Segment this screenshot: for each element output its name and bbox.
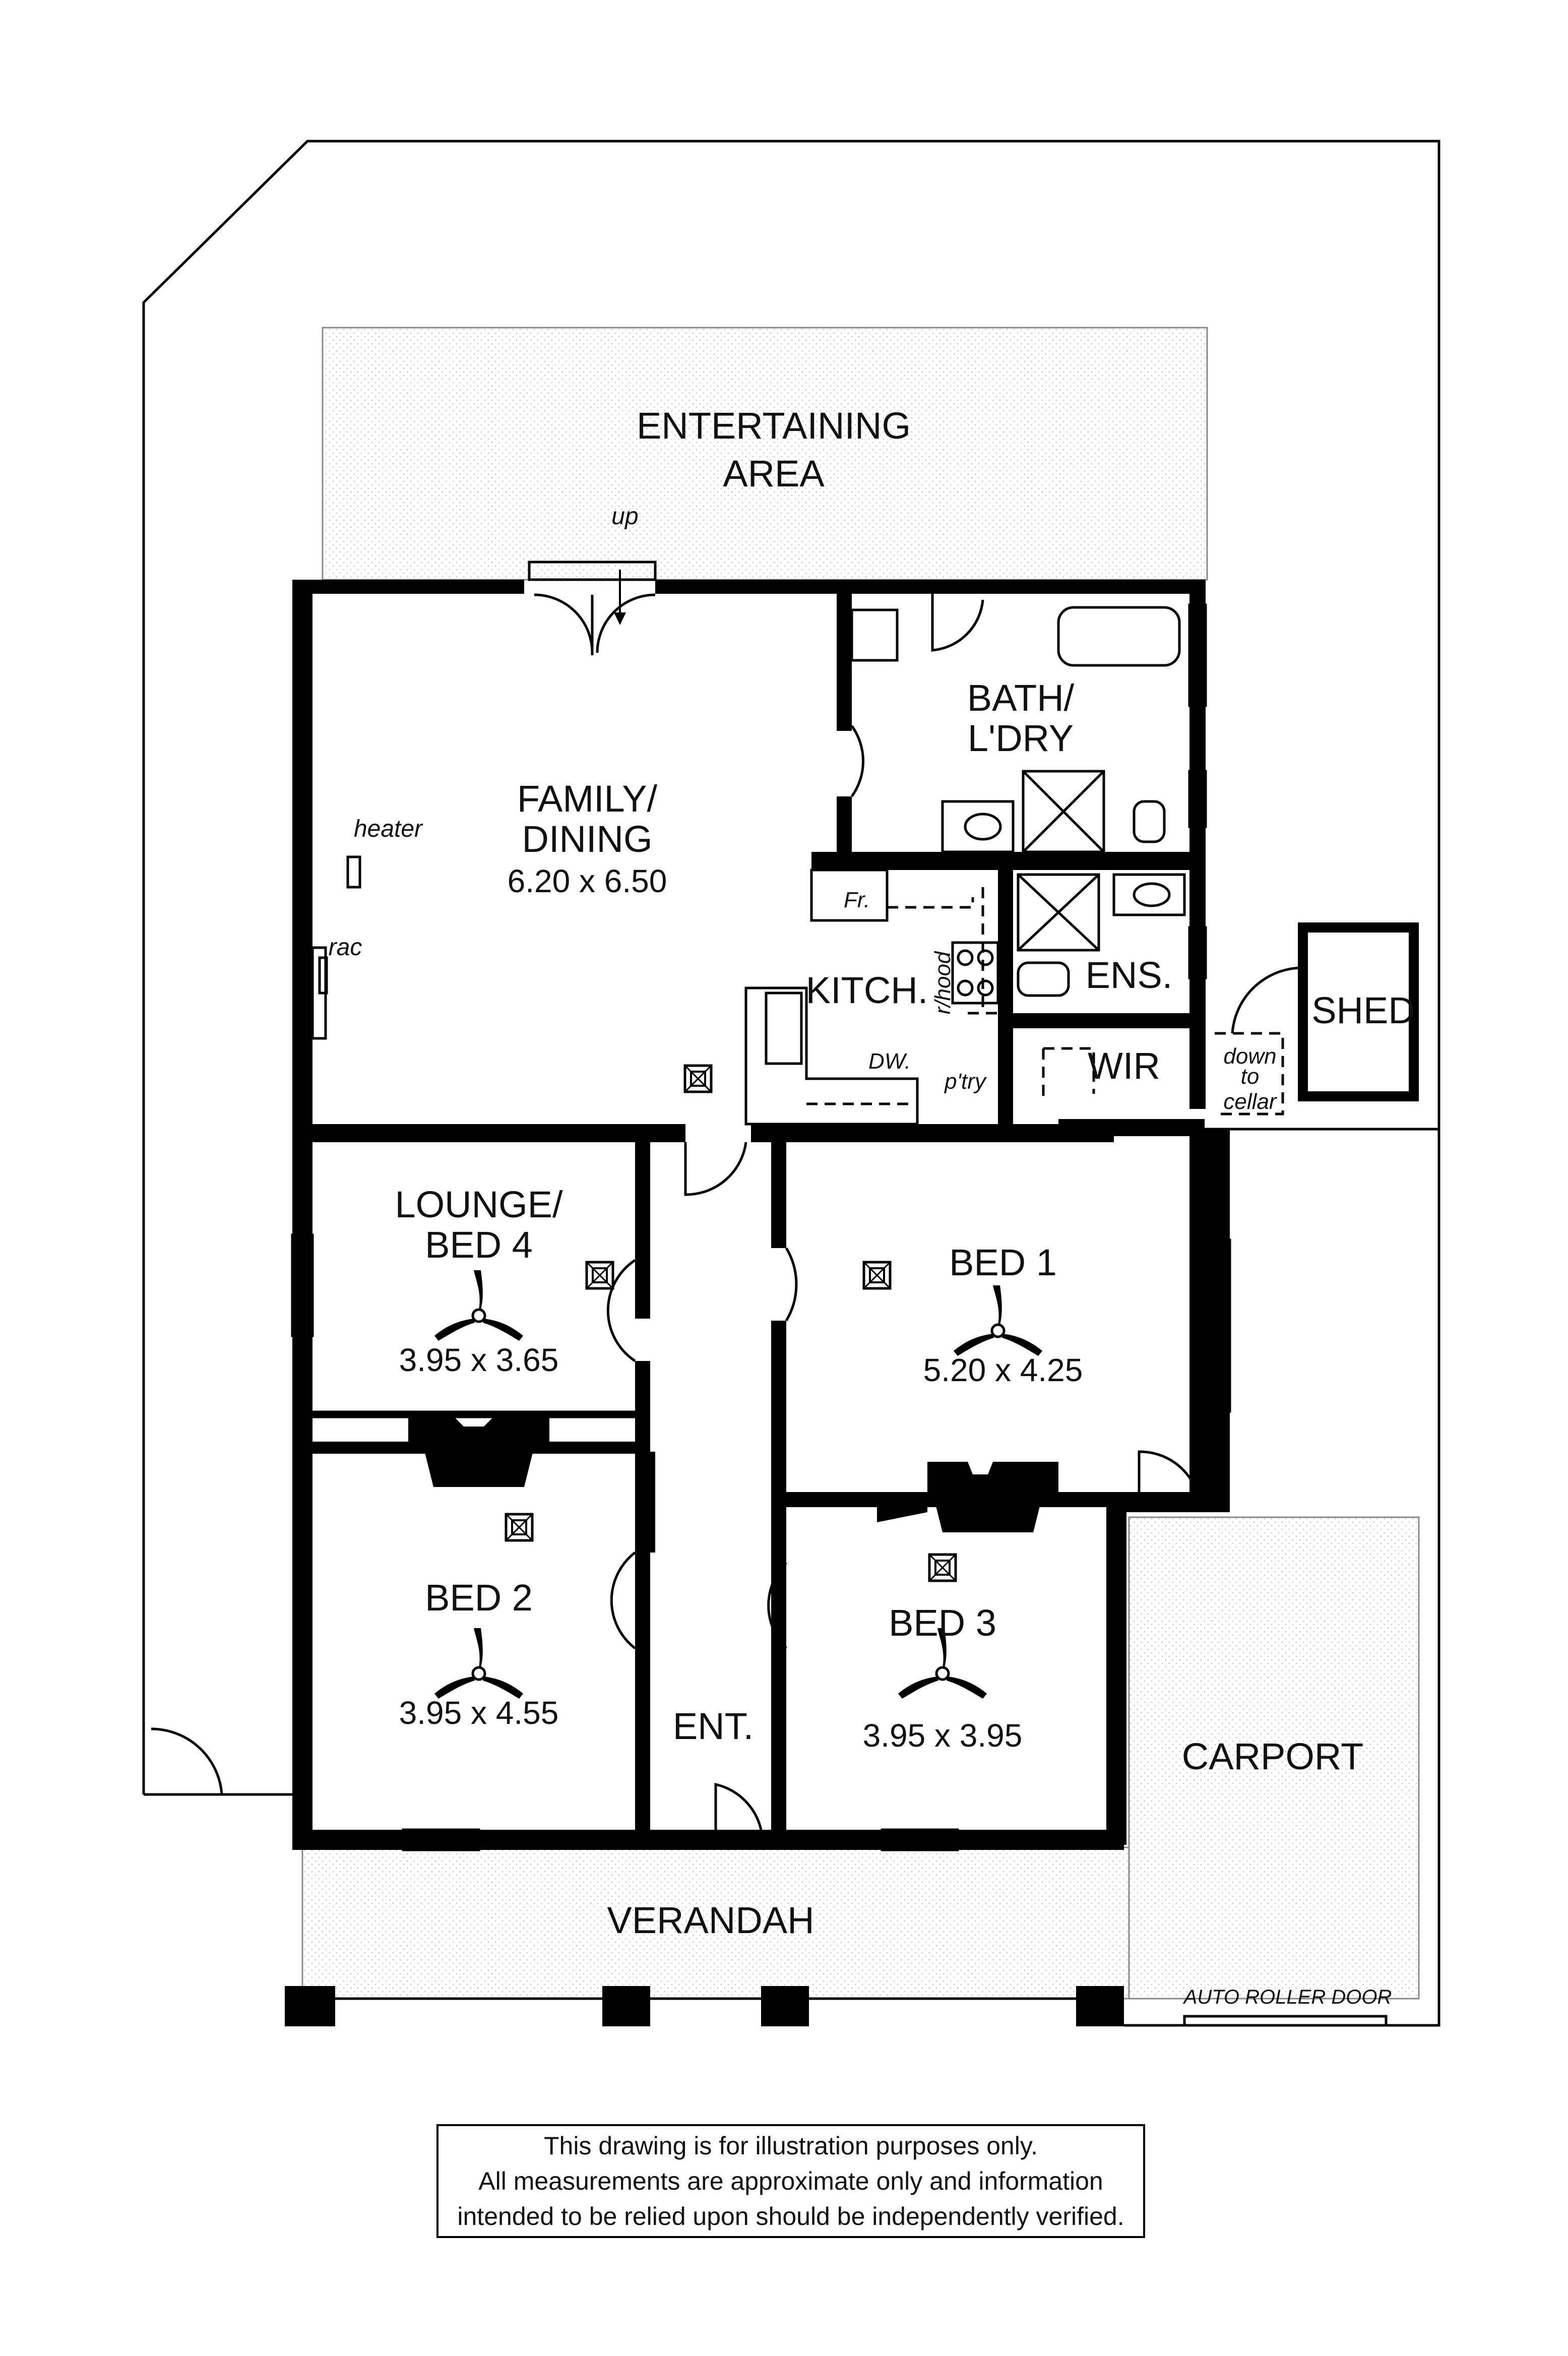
label-entertaining-2: AREA [723, 453, 825, 494]
label-bed3-dim: 3.95 x 3.95 [863, 1717, 1023, 1754]
label-pantry: p'try [944, 1069, 987, 1094]
bathtub [1057, 606, 1181, 667]
ceiling-fan-bed1 [954, 1285, 1042, 1356]
door-carport[interactable] [1138, 1450, 1201, 1512]
door-bed3[interactable] [767, 1562, 787, 1649]
disclaimer-line-1: This drawing is for illustration purpose… [543, 2132, 1038, 2160]
heater [346, 855, 361, 889]
label-family: FAMILY/ [517, 778, 658, 820]
fridge [810, 869, 889, 922]
label-bed1-dim: 5.20 x 4.25 [923, 1352, 1083, 1388]
disclaimer-line-3: intended to be relied upon should be ind… [457, 2202, 1124, 2230]
label-ent: ENT. [673, 1705, 754, 1747]
label-entertaining: ENTERTAINING [637, 405, 911, 447]
label-lounge-dim: 3.95 x 3.65 [399, 1342, 559, 1378]
verandah-post [761, 1986, 809, 2026]
toilet-bath [1133, 800, 1166, 843]
label-bed2-dim: 3.95 x 4.55 [399, 1695, 559, 1731]
label-roller-door: AUTO ROLLER DOOR [1183, 1986, 1392, 2008]
label-verandah: VERANDAH [607, 1899, 814, 1941]
label-bath-2: L'DRY [968, 717, 1074, 759]
label-fridge: Fr. [844, 888, 870, 912]
shower-bath [1022, 770, 1105, 853]
label-family-dim: 6.20 x 6.50 [508, 863, 667, 899]
label-cellar-1: down [1223, 1044, 1276, 1069]
label-bed1: BED 1 [949, 1242, 1057, 1283]
label-cellar-3: cellar [1223, 1089, 1277, 1114]
label-bath: BATH/ [967, 677, 1075, 719]
roller-door [1183, 2015, 1388, 2027]
label-kitch: KITCH. [806, 969, 928, 1011]
door-family-double[interactable] [528, 561, 657, 655]
label-lounge-2: BED 4 [425, 1224, 533, 1266]
ceiling-fan-lounge [434, 1270, 523, 1341]
toilet-ensuite [1017, 961, 1070, 997]
door-hall-family[interactable] [684, 1142, 747, 1196]
bath-basin [850, 608, 899, 662]
door-bed2[interactable] [610, 1552, 636, 1649]
label-ens: ENS. [1086, 954, 1173, 996]
cellar-hatch [1215, 1032, 1284, 1115]
entertaining-area [322, 327, 1208, 581]
label-heater: heater [354, 816, 423, 842]
label-rac: rac [329, 934, 362, 961]
label-shed: SHED [1311, 989, 1415, 1031]
label-bed3: BED 3 [889, 1602, 996, 1644]
door-entry[interactable] [714, 1782, 763, 1845]
label-family-2: DINING [522, 818, 653, 860]
vanity-bath [941, 800, 1015, 853]
wall-west [292, 580, 312, 1850]
rac [318, 956, 328, 995]
wall-south [292, 1830, 1124, 1850]
door-shed[interactable] [1231, 966, 1301, 1034]
verandah-post [1076, 1986, 1124, 2026]
label-dishwasher: DW. [868, 1049, 911, 1074]
shower-ensuite [1017, 873, 1100, 952]
label-lounge: LOUNGE/ [395, 1184, 563, 1225]
label-bed2: BED 2 [425, 1577, 533, 1619]
verandah-post [602, 1986, 650, 2026]
site-boundary-gate [151, 1727, 223, 1795]
ceiling-fan-bed2 [434, 1628, 523, 1699]
label-cellar-2: to [1241, 1064, 1260, 1089]
label-carport: CARPORT [1182, 1735, 1363, 1777]
label-rangehood: r/hood [930, 951, 955, 1014]
wall-east [1189, 580, 1206, 1109]
cooktop [951, 941, 999, 1005]
door-bath[interactable] [850, 725, 864, 797]
verandah-post [285, 1986, 335, 2026]
fireplace-bed2 [408, 1416, 549, 1487]
vanity-ensuite [1112, 873, 1186, 916]
label-up: up [611, 503, 638, 530]
carport-area [1128, 1516, 1420, 2000]
label-wir: WIR [1088, 1045, 1160, 1087]
disclaimer-line-2: All measurements are approximate only an… [478, 2167, 1103, 2195]
fireplace-bed1 [877, 1462, 1058, 1532]
disclaimer-box: This drawing is for illustration purpose… [436, 2124, 1145, 2238]
door-lounge[interactable] [606, 1259, 636, 1362]
door-bath-ext[interactable] [931, 594, 984, 652]
door-bed1[interactable] [785, 1247, 798, 1322]
